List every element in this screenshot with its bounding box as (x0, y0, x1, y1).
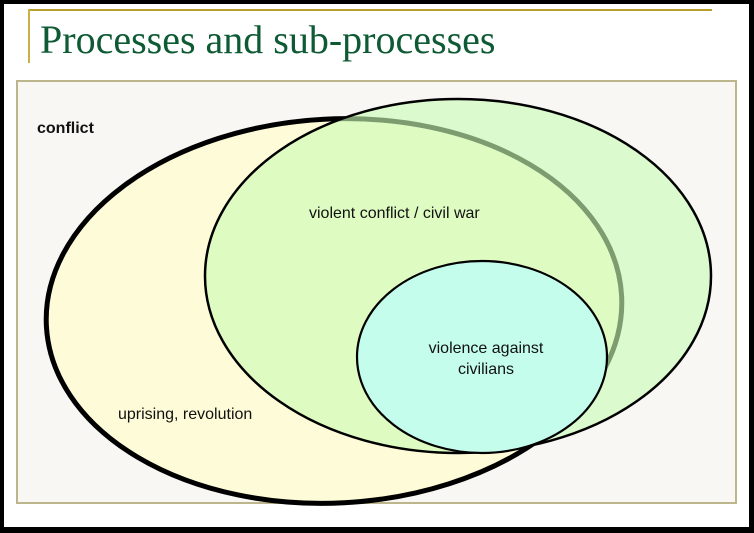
title-rule-top (28, 9, 712, 11)
title-rule-left (28, 9, 30, 63)
uprising-label: uprising, revolution (118, 406, 252, 423)
conflict-label: conflict (37, 120, 95, 137)
violent-conflict-label: violent conflict / civil war (309, 205, 480, 222)
civilians-label-line1: violence against (429, 340, 544, 357)
slide-title: Processes and sub-processes (40, 17, 496, 62)
civilians-label-line2: civilians (458, 361, 514, 378)
civilians-ellipse (355, 259, 609, 455)
